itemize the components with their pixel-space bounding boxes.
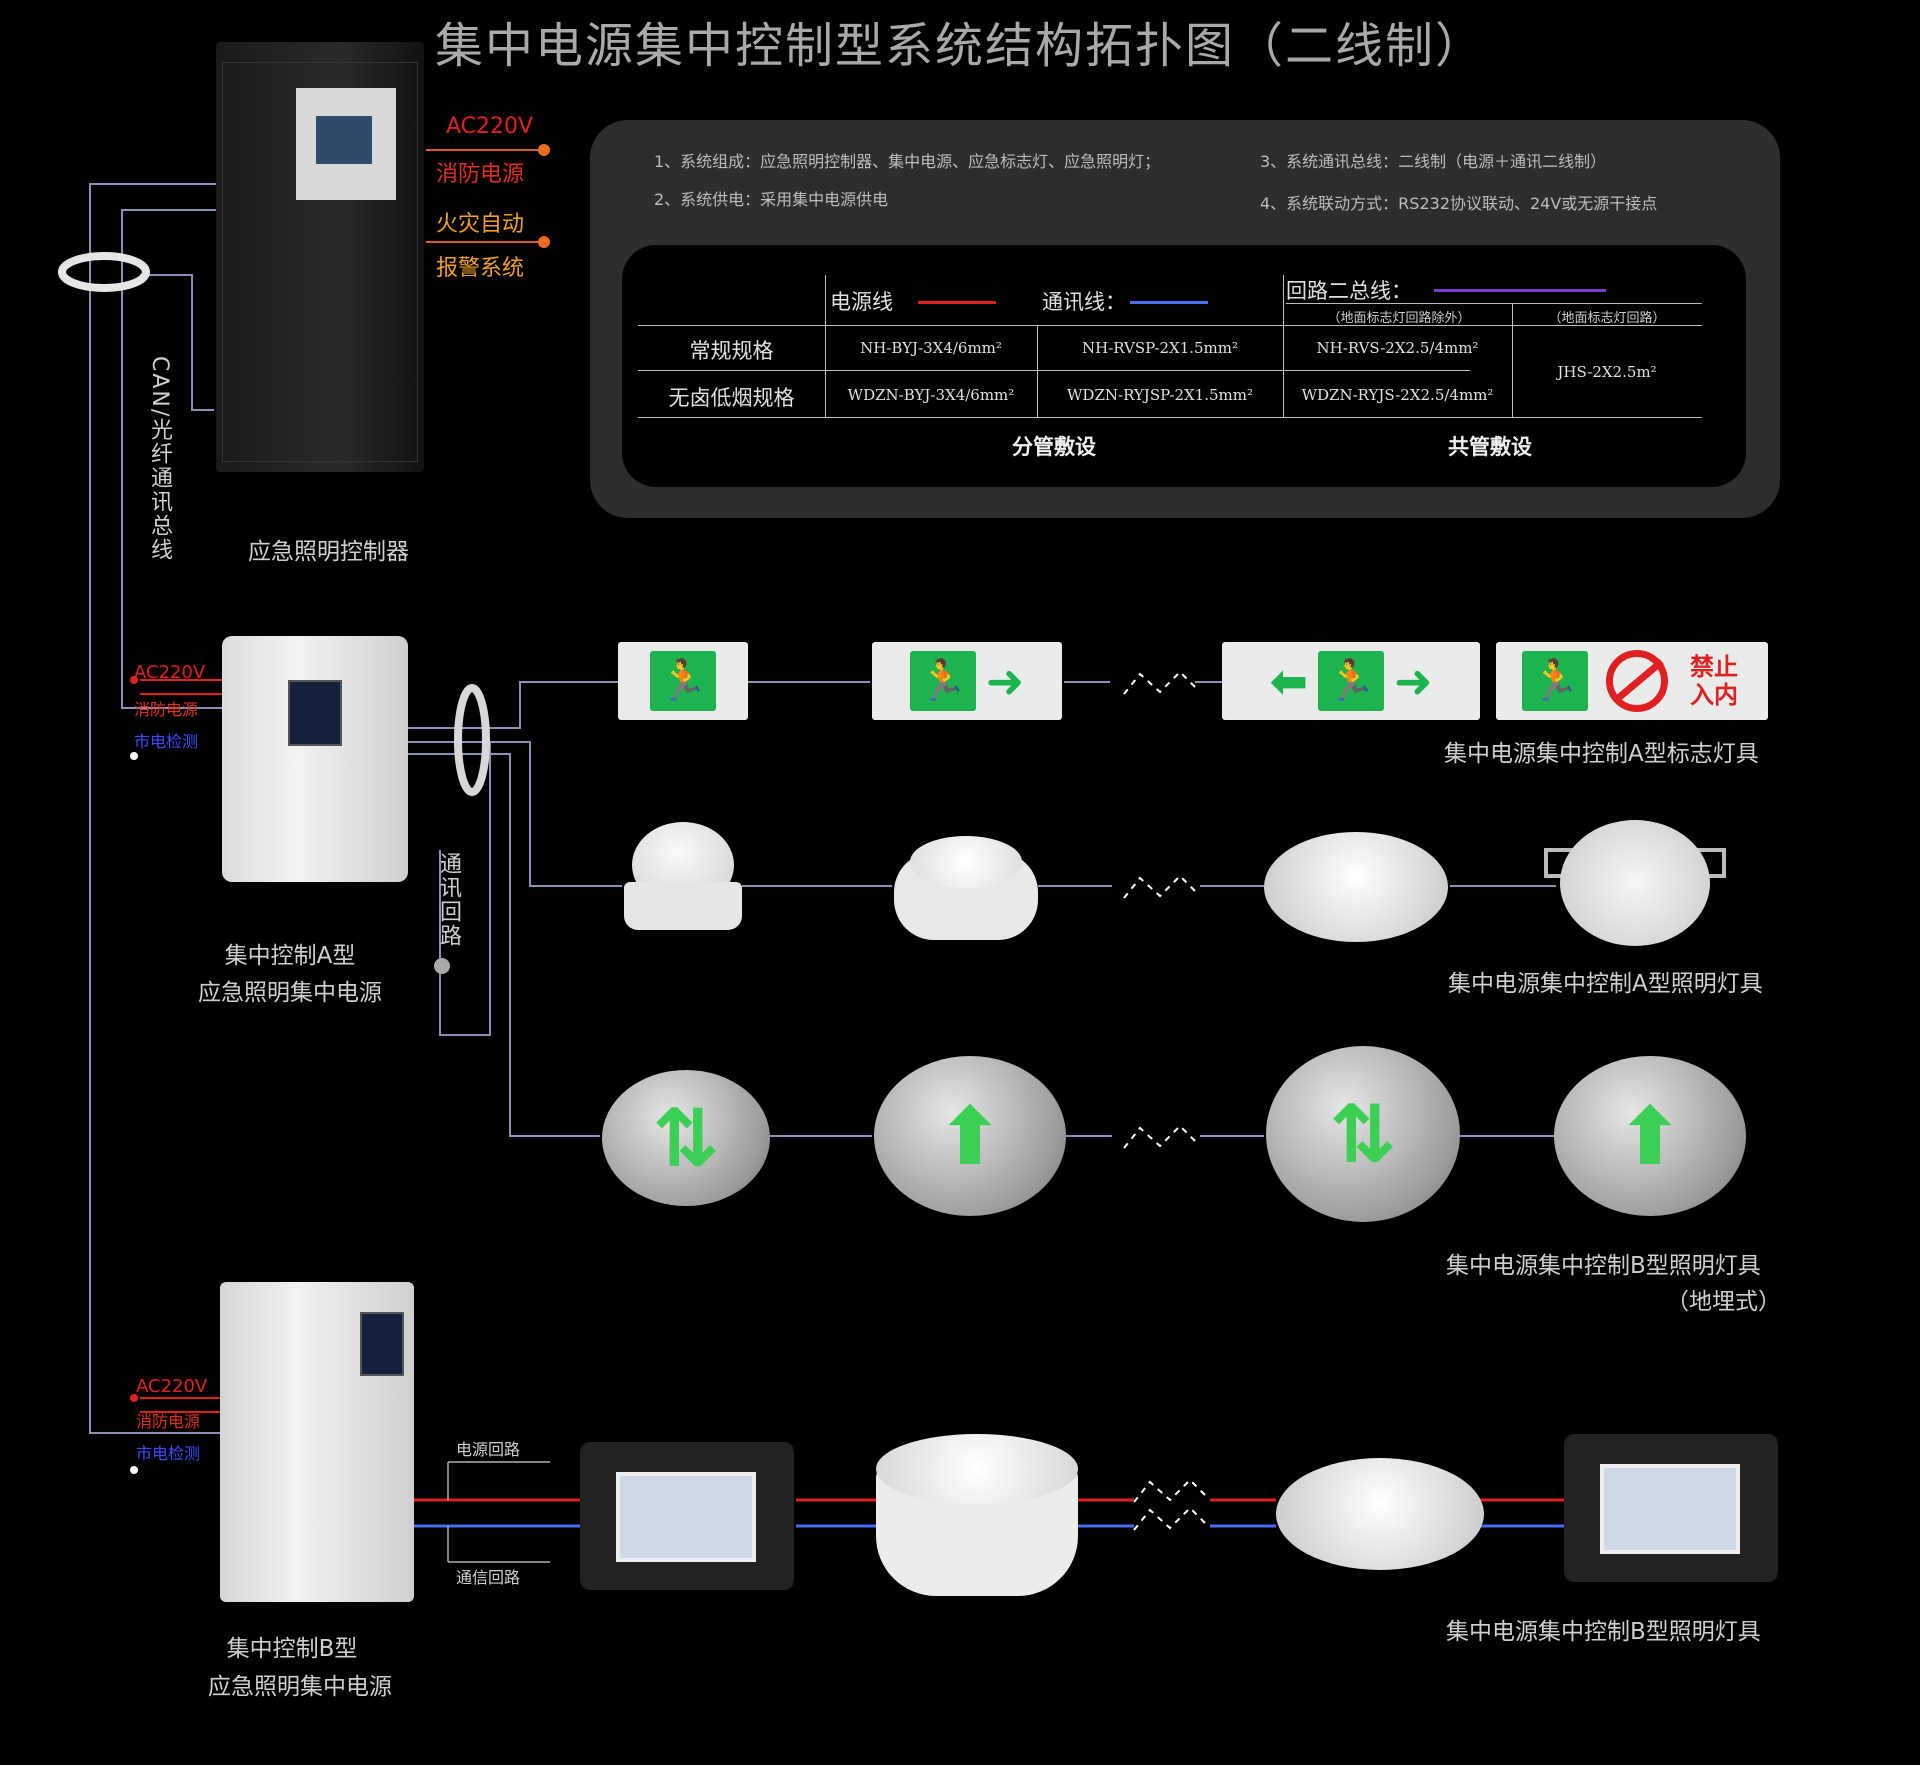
psu-a-display bbox=[288, 680, 342, 746]
cell-r1c3: NH-RVS-2X2.5/4mm² bbox=[1316, 339, 1479, 357]
cell-r2c1: WDZN-BYJ-3X4/6mm² bbox=[847, 386, 1015, 404]
arrow-right-icon: ➜ bbox=[1394, 654, 1433, 708]
psu-b-label-2: 应急照明集中电源 bbox=[208, 1674, 392, 1700]
floor-b-sublabel: （地埋式） bbox=[1666, 1289, 1781, 1315]
power-line-header: 电源线 bbox=[830, 290, 893, 314]
comm-line-header: 通讯线： bbox=[1042, 290, 1126, 314]
light-b-label: 集中电源集中控制B型照明灯具 bbox=[1446, 1619, 1761, 1645]
exit-sign-2: 🏃➜ bbox=[872, 642, 1062, 720]
cell-r2c2: WDZN-RYJSP-2X1.5mm² bbox=[1067, 386, 1253, 404]
light-a-2 bbox=[894, 832, 1038, 944]
comm-line-swatch bbox=[1130, 301, 1208, 304]
arrow-updown-icon: ⇅ bbox=[652, 1091, 720, 1185]
floor-light-2: ⬆ bbox=[874, 1056, 1066, 1216]
floor-light-4: ⬆ bbox=[1554, 1056, 1746, 1216]
controller-cabinet bbox=[216, 42, 424, 472]
psu-b-display bbox=[360, 1312, 404, 1376]
cell-r1c1: NH-BYJ-3X4/6mm² bbox=[860, 339, 1002, 357]
power-line-swatch bbox=[918, 301, 996, 304]
light-a-label: 集中电源集中控制A型照明灯具 bbox=[1448, 971, 1763, 997]
loop-bus-swatch bbox=[1434, 289, 1606, 292]
power-loop-label: 电源回路 bbox=[456, 1440, 521, 1459]
controller-screen bbox=[296, 88, 396, 200]
psu-b-mains-label: 市电检测 bbox=[136, 1444, 201, 1463]
note-2: 2、系统供电：采用集中电源供电 bbox=[654, 190, 889, 209]
loop-sub-2: （地面标志灯回路） bbox=[1548, 311, 1666, 326]
loop-bus-header: 回路二总线： bbox=[1286, 279, 1412, 303]
exit-sign-3: ⬅🏃➜ bbox=[1222, 642, 1480, 720]
page-title: 集中电源集中控制型系统结构拓扑图（二线制） bbox=[434, 18, 1485, 74]
light-a-1 bbox=[624, 822, 742, 932]
row-lszh-label: 无卤低烟规格 bbox=[668, 386, 795, 410]
cell-r2c3: WDZN-RYJS-2X2.5/4mm² bbox=[1301, 386, 1494, 404]
controller-ac-label: AC220V bbox=[446, 114, 534, 139]
floor-b-label: 集中电源集中控制B型照明灯具 bbox=[1446, 1253, 1761, 1279]
cell-shared: JHS-2X2.5m² bbox=[1557, 363, 1657, 381]
can-bus-label: CAN/光纤通讯总线 bbox=[147, 356, 172, 563]
downlight-b-1 bbox=[876, 1434, 1078, 1598]
psu-b-fire-label: 消防电源 bbox=[136, 1412, 201, 1431]
controller-fire-power-label: 消防电源 bbox=[436, 162, 525, 187]
exit-sign-1: 🏃 bbox=[618, 642, 748, 720]
cell-r1c2: NH-RVSP-2X1.5mm² bbox=[1081, 339, 1239, 357]
arrow-right-icon: ➜ bbox=[985, 654, 1025, 708]
running-man-icon: 🏃 bbox=[909, 651, 976, 711]
note-3: 3、系统通讯总线：二线制（电源＋通讯二线制） bbox=[1260, 152, 1607, 171]
arrow-up-icon: ⬆ bbox=[1616, 1089, 1684, 1183]
can-coupler-ring bbox=[58, 252, 150, 292]
flood-light-2 bbox=[1564, 1434, 1778, 1582]
arrow-up-icon: ⬆ bbox=[936, 1089, 1004, 1183]
floor-light-1: ⇅ bbox=[602, 1070, 770, 1206]
no-entry-text: 禁止入内 bbox=[1690, 653, 1738, 709]
cable-table: 电源线 通讯线： 回路二总线： （地面标志灯回路除外） （地面标志灯回路） 常规… bbox=[622, 245, 1746, 487]
footer-separate: 分管敷设 bbox=[1012, 434, 1096, 459]
comm-loop-b-label: 通信回路 bbox=[456, 1568, 521, 1587]
row-standard-label: 常规规格 bbox=[689, 339, 774, 363]
no-entry-icon bbox=[1606, 650, 1668, 712]
light-a-4 bbox=[1540, 820, 1730, 952]
downlight-b-2 bbox=[1276, 1458, 1484, 1570]
psu-b-ac-label: AC220V bbox=[136, 1376, 208, 1397]
floor-light-3: ⇅ bbox=[1266, 1046, 1460, 1222]
loop-sub-1: （地面标志灯回路除外） bbox=[1327, 311, 1471, 326]
footer-shared: 共管敷设 bbox=[1448, 434, 1532, 459]
psu-b-label-1: 集中控制B型 bbox=[226, 1636, 358, 1662]
running-man-icon: 🏃 bbox=[650, 651, 716, 711]
arrow-left-icon: ⬅ bbox=[1269, 654, 1308, 708]
psu-b-cabinet bbox=[220, 1282, 414, 1602]
controller-label: 应急照明控制器 bbox=[248, 539, 409, 565]
psu-a-coupler-ring bbox=[454, 684, 490, 796]
psu-a-fire-label: 消防电源 bbox=[134, 700, 199, 719]
sign-a-label: 集中电源集中控制A型标志灯具 bbox=[1444, 741, 1759, 767]
running-man-icon: 🏃 bbox=[1318, 651, 1384, 711]
psu-a-ac-label: AC220V bbox=[134, 662, 206, 683]
alarm-label-1: 火灾自动 bbox=[436, 212, 525, 237]
comm-loop-label: 通讯回路 bbox=[436, 852, 461, 948]
running-man-icon: 🏃 bbox=[1522, 651, 1588, 711]
light-a-3 bbox=[1264, 832, 1448, 942]
arrow-updown-icon: ⇅ bbox=[1329, 1087, 1397, 1181]
flood-light-1 bbox=[580, 1442, 794, 1590]
alarm-label-2: 报警系统 bbox=[436, 256, 525, 281]
psu-a-label-2: 应急照明集中电源 bbox=[198, 980, 382, 1006]
psu-a-mains-label: 市电检测 bbox=[134, 732, 199, 751]
psu-a-cabinet bbox=[222, 636, 408, 882]
note-4: 4、系统联动方式：RS232协议联动、24V或无源干接点 bbox=[1260, 194, 1658, 213]
psu-a-label-1: 集中控制A型 bbox=[224, 943, 356, 969]
exit-sign-4: 🏃 禁止入内 bbox=[1496, 642, 1768, 720]
note-1: 1、系统组成：应急照明控制器、集中电源、应急标志灯、应急照明灯； bbox=[654, 152, 1161, 171]
